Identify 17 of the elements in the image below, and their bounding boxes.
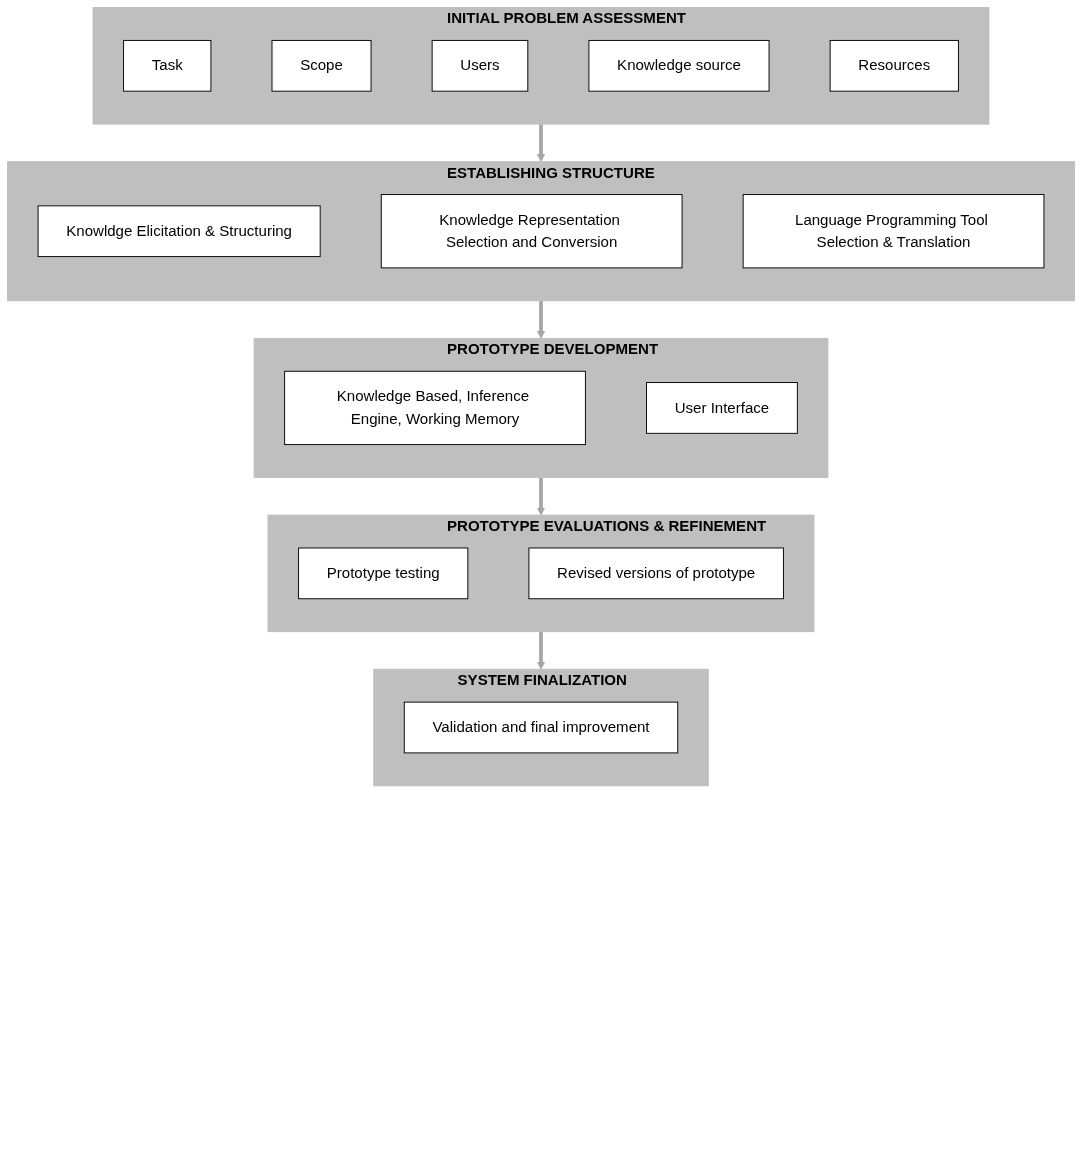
node-box: Validation and final improvement <box>403 701 679 754</box>
node-box: Prototype testing <box>298 547 469 600</box>
arrow <box>536 124 546 163</box>
node-box: User Interface <box>646 382 798 434</box>
node-box: Scope <box>271 39 372 92</box>
arrow <box>536 477 546 516</box>
node-box: Task <box>123 39 212 92</box>
node-box: Knowledge Representation Selection and Conversion <box>380 194 683 269</box>
arrow <box>536 631 546 670</box>
node-box: Users <box>431 39 529 92</box>
node-box: Revised versions of prototype <box>528 547 784 600</box>
node-box: Language Programming Tool Selection & Translation <box>742 194 1045 269</box>
arrow <box>536 300 546 339</box>
node-box: Knowldge Elicitation & Structuring <box>37 205 321 258</box>
node-box: Knowledge Based, Inference Engine, Working Memory <box>284 370 586 446</box>
node-box: Knowledge source <box>588 39 770 92</box>
node-box: Resources <box>829 39 959 92</box>
